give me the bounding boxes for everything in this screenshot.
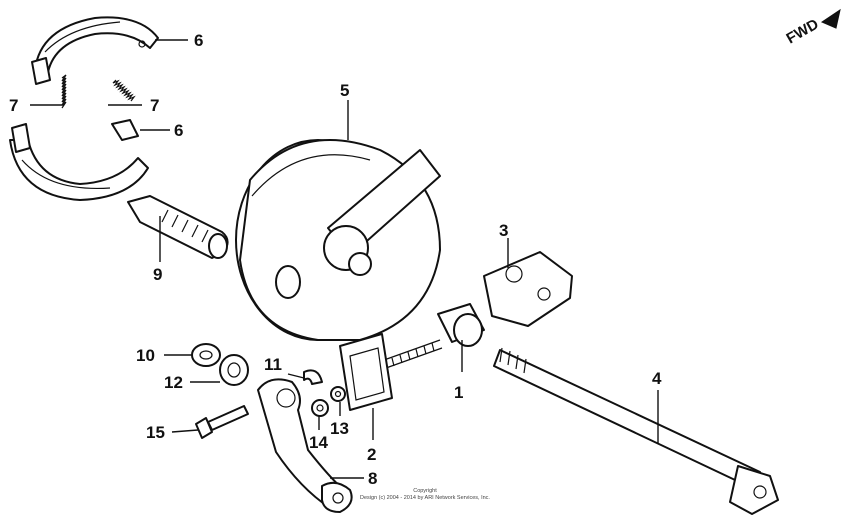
- fwd-label: FWD: [784, 16, 822, 48]
- callout-11: 11: [264, 355, 282, 374]
- washers: [191, 343, 249, 386]
- callout-14: 14: [309, 433, 328, 452]
- brake-shoe-upper: [31, 16, 159, 85]
- brake-shoe-lower: [9, 119, 149, 201]
- leader-lines: [30, 39, 659, 479]
- callout-2: 2: [367, 445, 376, 464]
- callout-13: 13: [330, 419, 349, 438]
- callout-7-left: 7: [9, 96, 18, 115]
- fwd-arrow-icon: [820, 8, 841, 29]
- callout-10: 10: [136, 346, 155, 365]
- rear-axle: [493, 347, 779, 515]
- stopper-plate: [483, 251, 573, 327]
- brake-arm: [257, 378, 353, 513]
- callout-6-upper: 6: [194, 31, 203, 50]
- adjusting-bolt: [383, 303, 485, 369]
- callout-5: 5: [340, 81, 349, 100]
- arm-bolt: [195, 405, 249, 439]
- callout-15: 15: [146, 423, 165, 442]
- forward-direction-indicator: FWD: [784, 8, 841, 48]
- copyright-line-2: Design (c) 2004 - 2014 by ARI Network Se…: [360, 495, 490, 501]
- callout-6-lower: 6: [174, 121, 183, 140]
- brake-panel: [235, 139, 441, 341]
- callout-9: 9: [153, 265, 162, 284]
- callout-1: 1: [454, 383, 463, 402]
- brake-springs: [61, 74, 136, 109]
- callout-7-right: 7: [150, 96, 159, 115]
- dust-seal: [339, 333, 393, 411]
- callout-8: 8: [368, 469, 377, 488]
- copyright-line-1: Copyright: [413, 488, 437, 494]
- callout-12: 12: [164, 373, 183, 392]
- callout-3: 3: [499, 221, 508, 240]
- brake-cam: [127, 195, 229, 259]
- small-hardware: [303, 369, 346, 417]
- copyright-notice: Copyright Design (c) 2004 - 2014 by ARI …: [360, 488, 490, 501]
- callout-4: 4: [652, 369, 662, 388]
- callout-labels: 1 2 3 4 5 6 6 7 7 8 9 10 11 12 13 14 15: [9, 31, 662, 488]
